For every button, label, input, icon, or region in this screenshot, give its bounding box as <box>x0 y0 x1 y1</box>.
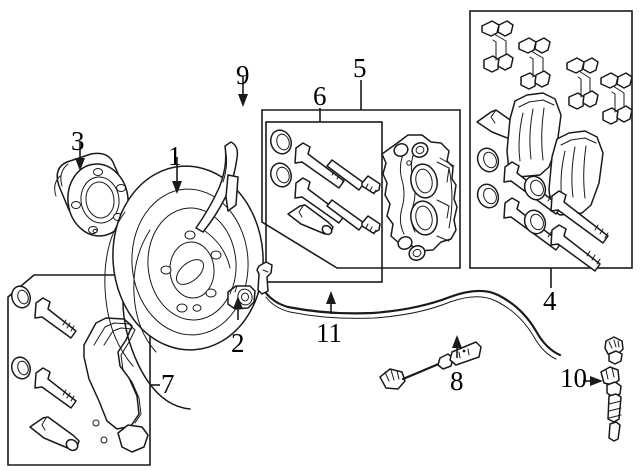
guide-pin-bolt <box>550 224 601 272</box>
grease-tube <box>29 416 80 452</box>
callout-label-3[interactable]: 3 <box>71 126 85 156</box>
pad-hardware-kit-box <box>469 10 633 288</box>
guide-pin-bolt <box>34 297 77 339</box>
guide-pin-sleeve <box>326 199 381 235</box>
brake-pad-wear-sensor <box>379 341 482 390</box>
guide-pin-sleeve <box>326 159 381 195</box>
callout-label-6[interactable]: 6 <box>313 81 327 111</box>
guide-pin-bolt <box>550 190 609 244</box>
guide-pin-bushing <box>269 129 293 155</box>
grease-tube <box>287 204 334 236</box>
caliper-mounting-bracket <box>83 317 149 453</box>
bracket-kit-box <box>7 274 160 466</box>
guide-pin-bushing <box>523 175 547 201</box>
wear-sensor-wire-harness <box>256 261 624 365</box>
guide-pin-bushing <box>10 356 32 380</box>
caliper-assembly-box <box>261 80 461 269</box>
spring-clip <box>481 20 514 73</box>
guide-pin-bushing <box>476 147 500 173</box>
callout-leader-lines <box>75 76 603 386</box>
spring-clip <box>518 37 551 90</box>
guide-pin-bushing <box>269 162 293 188</box>
brake-dust-shield <box>195 141 239 233</box>
callout-label-2[interactable]: 2 <box>231 328 245 358</box>
brake-caliper-body <box>381 134 458 261</box>
guide-pin-kit-box <box>265 108 383 283</box>
callout-label-1[interactable]: 1 <box>168 141 182 171</box>
spring-clip <box>600 72 633 125</box>
callout-label-11[interactable]: 11 <box>316 318 342 348</box>
callout-label-9[interactable]: 9 <box>236 60 250 90</box>
callout-label-4[interactable]: 4 <box>543 286 557 316</box>
callout-label-5[interactable]: 5 <box>353 53 367 83</box>
brake-rotor-disc <box>104 165 264 410</box>
guide-pin-bushing <box>523 209 547 235</box>
guide-pin-bolt <box>34 367 77 409</box>
guide-pin-bushing <box>476 183 500 209</box>
wheel-hub <box>54 152 129 237</box>
spring-clip <box>566 57 599 110</box>
guide-pin-bushing <box>10 285 32 309</box>
callout-label-8[interactable]: 8 <box>450 366 464 396</box>
callout-label-10[interactable]: 10 <box>560 363 587 393</box>
brake-pad <box>506 92 562 178</box>
abs-wheel-speed-sensor <box>600 366 622 442</box>
callout-label-7[interactable]: 7 <box>161 369 175 399</box>
rotor-retaining-screw <box>227 285 256 310</box>
